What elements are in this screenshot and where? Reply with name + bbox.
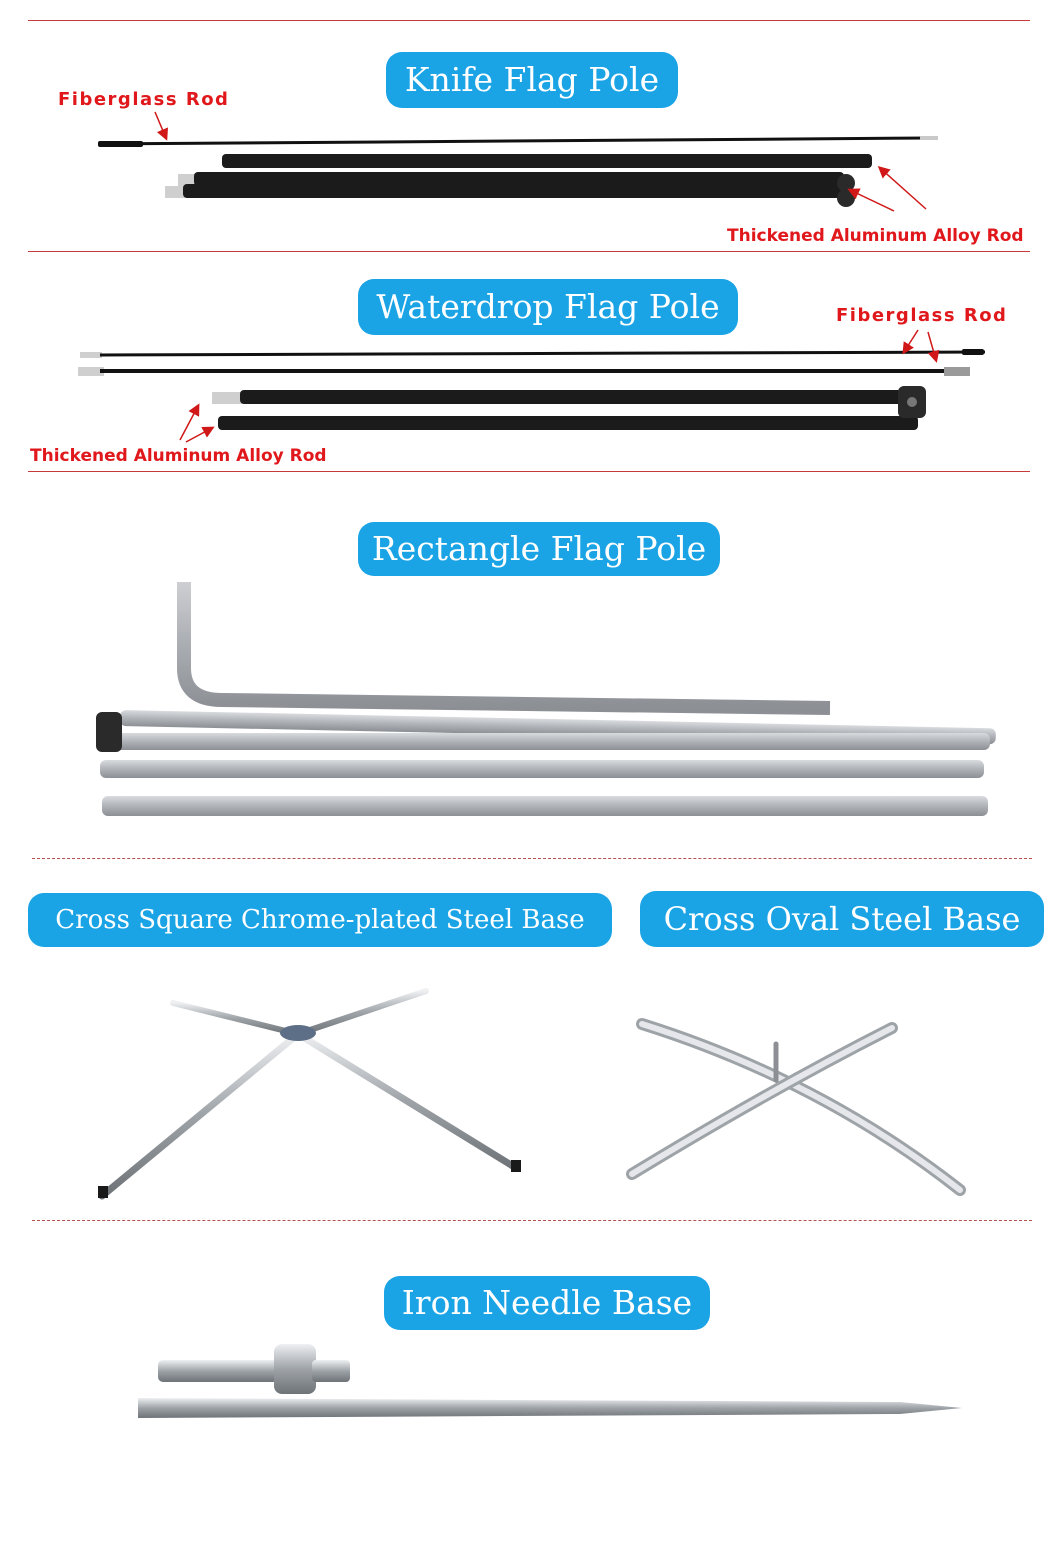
rectangle-pole-illustration — [96, 582, 996, 816]
waterdrop-alloy-label: Thickened Aluminum Alloy Rod — [30, 446, 327, 466]
knife-alloy-label: Thickened Aluminum Alloy Rod — [727, 226, 1024, 246]
waterdrop-pole-illustration — [78, 329, 986, 443]
separator-top — [28, 20, 1030, 21]
separator-rectangle-bases — [32, 858, 1032, 859]
iron-needle-base-title: Iron Needle Base — [384, 1276, 710, 1330]
knife-pole-illustration — [98, 111, 938, 212]
iron-needle-base-illustration — [138, 1344, 962, 1418]
knife-fiberglass-label: Fiberglass Rod — [58, 89, 230, 110]
waterdrop-flag-pole-title: Waterdrop Flag Pole — [358, 279, 738, 335]
cross-square-base-title: Cross Square Chrome-plated Steel Base — [28, 893, 612, 947]
separator-waterdrop-rectangle — [28, 471, 1030, 472]
cross-square-base-illustration — [98, 976, 520, 1200]
rectangle-flag-pole-title: Rectangle Flag Pole — [358, 522, 720, 576]
separator-bases-needle — [32, 1220, 1032, 1221]
cross-oval-base-title: Cross Oval Steel Base — [640, 891, 1044, 947]
cross-oval-base-illustration — [626, 1018, 966, 1196]
waterdrop-fiberglass-label: Fiberglass Rod — [836, 305, 1008, 326]
knife-flag-pole-title: Knife Flag Pole — [386, 52, 678, 108]
separator-knife-waterdrop — [28, 251, 1030, 252]
